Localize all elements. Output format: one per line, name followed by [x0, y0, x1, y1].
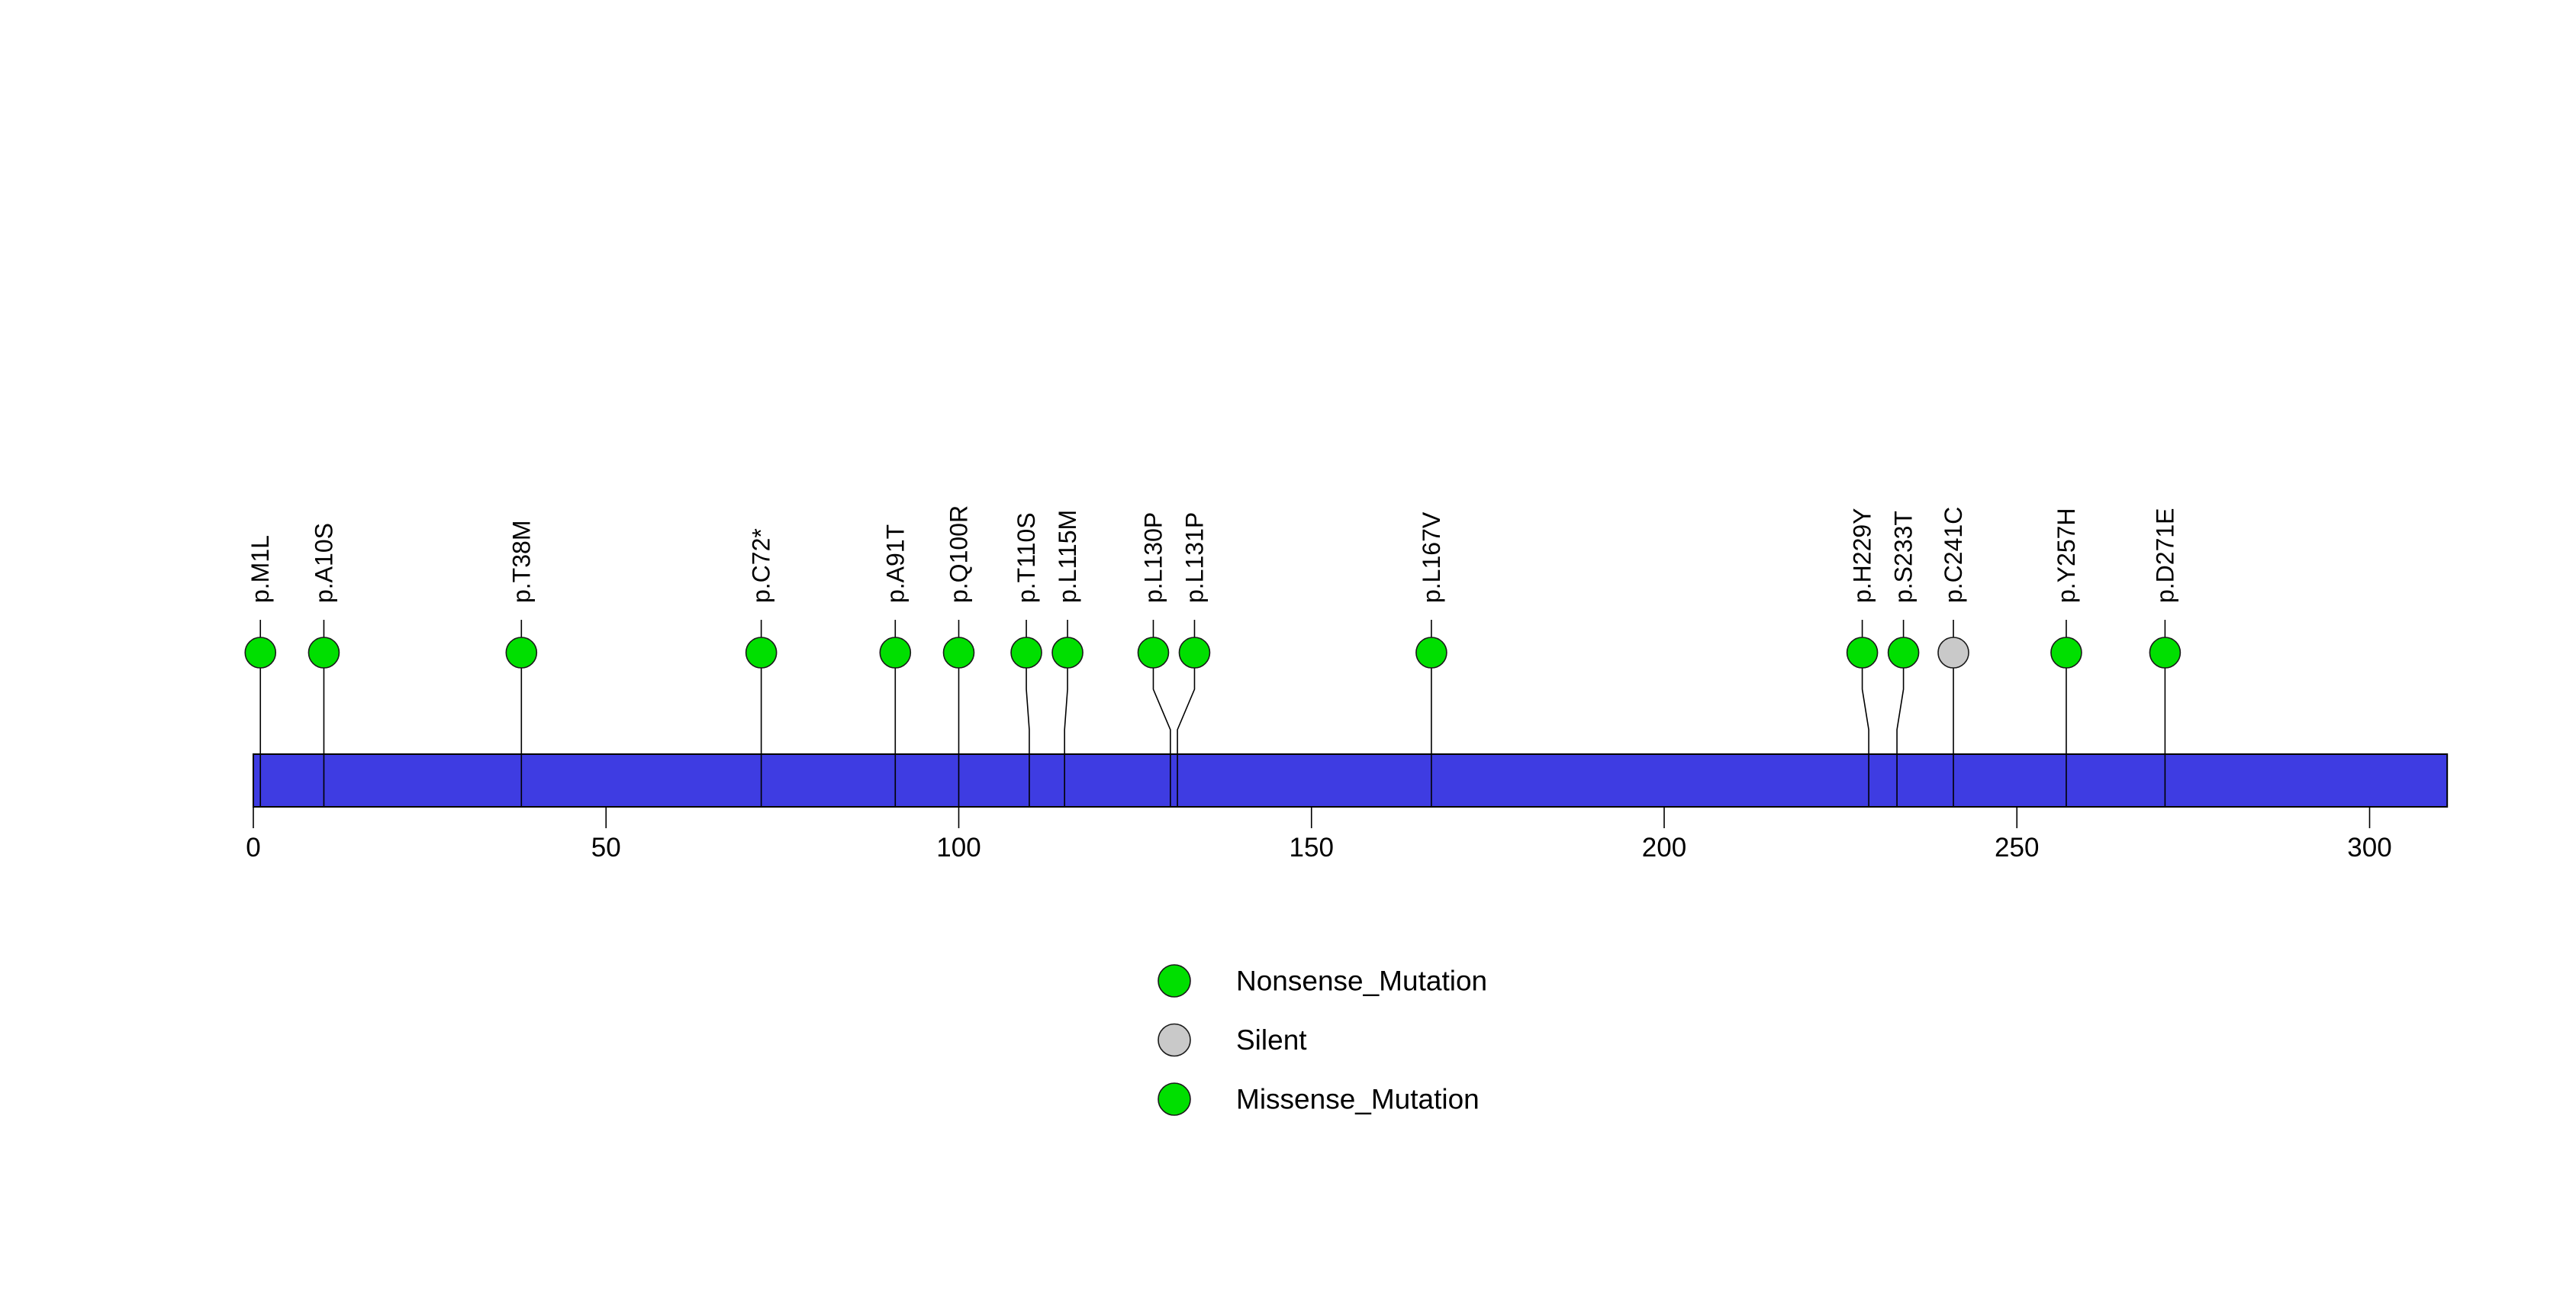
mutation-label: p.A91T	[881, 524, 909, 603]
mutation-label: p.L115M	[1054, 510, 1081, 603]
mutation-label: p.L131P	[1180, 512, 1208, 603]
legend-label: Silent	[1236, 1024, 1307, 1056]
mutation-label: p.C72*	[748, 528, 775, 603]
axis-tick-label: 50	[591, 833, 621, 863]
axis-tick-label: 200	[1642, 833, 1686, 863]
mutation-ball-missense_mutation	[1137, 637, 1170, 669]
mutation-ball-missense_mutation	[2149, 637, 2182, 669]
legend-item: Missense_Mutation	[1158, 1082, 1480, 1116]
legend-swatch-icon	[1158, 1023, 1191, 1057]
legend-label: Missense_Mutation	[1236, 1084, 1480, 1115]
mutation-ball-missense_mutation	[1010, 637, 1042, 669]
mutation-label: p.C241C	[1940, 507, 1967, 603]
mutation-ball-missense_mutation	[1415, 637, 1447, 669]
mutation-balls	[244, 637, 2182, 669]
mutation-ball-silent	[1937, 637, 1969, 669]
mutation-label: p.T110S	[1013, 512, 1040, 603]
mutation-label: p.L130P	[1139, 512, 1167, 603]
mutation-ball-missense_mutation	[244, 637, 277, 669]
axis-tick-label: 100	[936, 833, 980, 863]
legend-label: Nonsense_Mutation	[1236, 966, 1487, 997]
legend-swatch-icon	[1158, 964, 1191, 998]
mutation-ball-missense_mutation	[2050, 637, 2082, 669]
x-axis: 0 50 100 150 200 250 300	[246, 807, 2392, 863]
mutation-label: p.S233T	[1890, 511, 1918, 603]
mutation-label: p.T38M	[507, 521, 535, 603]
mutation-label: p.H229Y	[1849, 508, 1876, 603]
mutation-ball-missense_mutation	[308, 637, 340, 669]
mutation-label: p.Y257H	[2053, 508, 2080, 603]
legend-item: Nonsense_Mutation	[1158, 964, 1487, 998]
mutation-label: p.M1L	[246, 535, 274, 603]
mutation-ball-missense_mutation	[1887, 637, 1920, 669]
axis-tick-label: 150	[1290, 833, 1334, 863]
protein-body-bar	[253, 753, 2449, 808]
mutation-ball-missense_mutation	[1846, 637, 1879, 669]
mutation-ball-missense_mutation	[1051, 637, 1084, 669]
mutation-ball-missense_mutation	[1178, 637, 1211, 669]
axis-tick-label: 300	[2347, 833, 2391, 863]
mutation-label: p.D271E	[2151, 508, 2178, 603]
axis-tick-label: 250	[1995, 833, 2039, 863]
axis-tick-label: 0	[246, 833, 260, 863]
mutation-labels: p.M1L p.A10S p.T38M p.C72* p.A91T p.Q100R p.T1…	[246, 505, 2178, 603]
mutation-ball-missense_mutation	[505, 637, 538, 669]
mutation-ball-missense_mutation	[942, 637, 975, 669]
mutation-label: p.L167V	[1418, 511, 1445, 603]
mutation-label: p.A10S	[310, 523, 337, 603]
mutation-label: p.Q100R	[945, 505, 973, 603]
mutation-ball-nonsense_mutation	[745, 637, 778, 669]
legend-swatch-icon	[1158, 1082, 1191, 1116]
mutation-ball-missense_mutation	[879, 637, 912, 669]
legend-item: Silent	[1158, 1023, 1307, 1057]
